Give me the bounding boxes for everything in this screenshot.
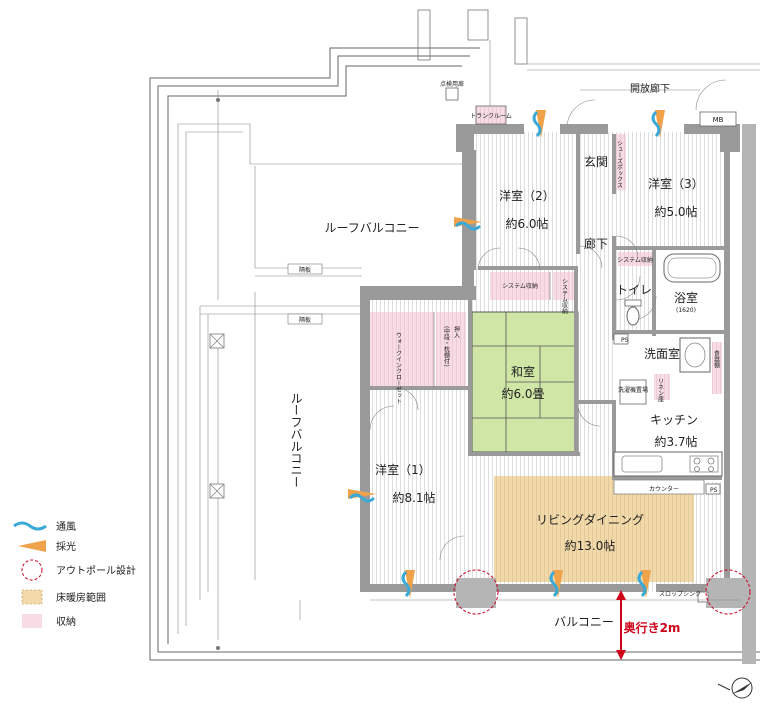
room-western2-name: 洋室（2）	[499, 188, 555, 203]
doors	[369, 79, 727, 561]
room-western1-size: 約8.1帖	[392, 490, 435, 505]
north-compass	[717, 677, 753, 699]
label-partition-1: 隔板	[299, 266, 311, 274]
legend-label-light: 採光	[56, 540, 76, 553]
legend: 通風 採光 アウトポール設計 床暖房範囲 収納	[13, 521, 136, 628]
label-ps-1: PS	[621, 337, 629, 344]
room-washroom: 洗面室	[644, 346, 680, 361]
top-structure	[417, 9, 760, 129]
storage-icon	[22, 614, 42, 628]
wind-marker	[401, 570, 411, 598]
wind-marker	[549, 570, 559, 598]
room-bath-size: (1620)	[676, 307, 696, 314]
room-western1-name: 洋室（1）	[375, 462, 431, 477]
label-system-storage-small: システム収納	[561, 278, 568, 315]
room-western3-name: 洋室（3）	[648, 176, 704, 191]
system-storage-small-area	[553, 272, 575, 300]
label-system-storage-bath: システム収納	[617, 256, 653, 264]
system-storage-area	[490, 272, 550, 300]
label-depth: 奥行き2m	[624, 620, 681, 635]
room-kitchen-size: 約3.7帖	[654, 434, 697, 449]
room-entrance: 玄関	[584, 154, 608, 169]
light-marker	[655, 110, 665, 138]
wind-marker	[532, 110, 542, 138]
room-toilet: トイレ	[616, 283, 652, 297]
label-mb: MB	[713, 116, 724, 124]
room-roof-balcony-upper: ルーフバルコニー	[324, 221, 419, 235]
label-linen: リネン庫	[657, 378, 664, 403]
label-washer: 洗濯機置場	[618, 386, 648, 394]
light-marker	[536, 110, 546, 138]
walk-in-closet-area	[370, 312, 434, 388]
light-marker	[641, 570, 651, 598]
room-corridor: 廊下	[584, 236, 608, 251]
legend-storage: 収納	[22, 614, 76, 628]
outpole-markers	[453, 569, 751, 615]
room-roof-balcony-left: ルーフバルコニー	[289, 392, 303, 488]
room-washitsu-name: 和室	[511, 364, 535, 379]
ventilation-markers	[348, 110, 665, 598]
room-living-size: 約13.0帖	[565, 538, 616, 553]
room-kitchen-name: キッチン	[650, 413, 698, 427]
room-bath-name: 浴室	[674, 290, 698, 305]
light-marker	[405, 570, 415, 598]
wind-marker	[348, 493, 376, 503]
legend-light: 採光	[18, 540, 76, 553]
wind-marker	[637, 570, 647, 598]
wind-marker	[651, 110, 661, 138]
label-walk-in-closet: ウォークインクローゼット	[395, 332, 402, 404]
legend-label-storage: 収納	[56, 615, 76, 628]
label-counter: カウンター	[649, 485, 679, 493]
label-ps-2: PS	[710, 487, 718, 494]
room-open-corridor: 開放廊下	[630, 82, 670, 95]
legend-label-wind: 通風	[56, 521, 76, 533]
label-partition-2: 隔板	[299, 316, 311, 324]
light-marker	[553, 570, 563, 598]
light-icon	[18, 540, 46, 552]
label-oshiire-sub: (中段・枕棚付)	[443, 326, 450, 367]
room-living-name: リビングダイニング	[536, 512, 644, 527]
wind-marker	[454, 221, 482, 231]
legend-floor-heating: 床暖房範囲	[21, 589, 106, 605]
walls	[360, 124, 756, 664]
depth-arrow	[616, 590, 626, 660]
fixtures	[433, 87, 737, 603]
label-system-storage: システム収納	[502, 282, 538, 290]
label-fire-escape: 点検用扉	[440, 80, 464, 88]
oshiire-area	[436, 312, 466, 388]
kitchen-storage-area	[712, 342, 722, 394]
wind-icon	[13, 521, 47, 531]
room-western2-size: 約6.0帖	[505, 216, 548, 231]
linen-area	[654, 374, 670, 400]
small-labels: 点検用扉 トランクルーム MB シューズボックス システム収納 システム収納 シ…	[299, 80, 724, 635]
trunk-room-area	[476, 106, 506, 124]
roof-balcony-outline	[149, 47, 760, 661]
label-oshiire: 押入	[453, 325, 460, 338]
legend-outpole: アウトポール設計	[21, 559, 136, 581]
label-kitchen-storage: 食器棚	[713, 349, 720, 369]
legend-wind: 通風	[13, 521, 76, 533]
outpole-icon	[21, 559, 43, 581]
room-western3-size: 約5.0帖	[654, 204, 697, 219]
system-storage-bath-area	[618, 252, 652, 266]
legend-label-outpole: アウトポール設計	[56, 564, 136, 577]
label-slop-sink: スロップシンク	[659, 591, 701, 598]
room-balcony: バルコニー	[554, 615, 614, 629]
legend-label-floor-heating: 床暖房範囲	[56, 591, 106, 604]
label-trunk-room: トランクルーム	[470, 113, 512, 120]
room-labels: 洋室（2） 約6.0帖 洋室（3） 約5.0帖 玄関 廊下 トイレ 浴室 (16…	[289, 82, 704, 629]
room-washitsu-size: 約6.0畳	[501, 386, 544, 401]
label-shoes-box: シューズボックス	[616, 140, 623, 188]
floor-heating-icon	[21, 589, 43, 605]
